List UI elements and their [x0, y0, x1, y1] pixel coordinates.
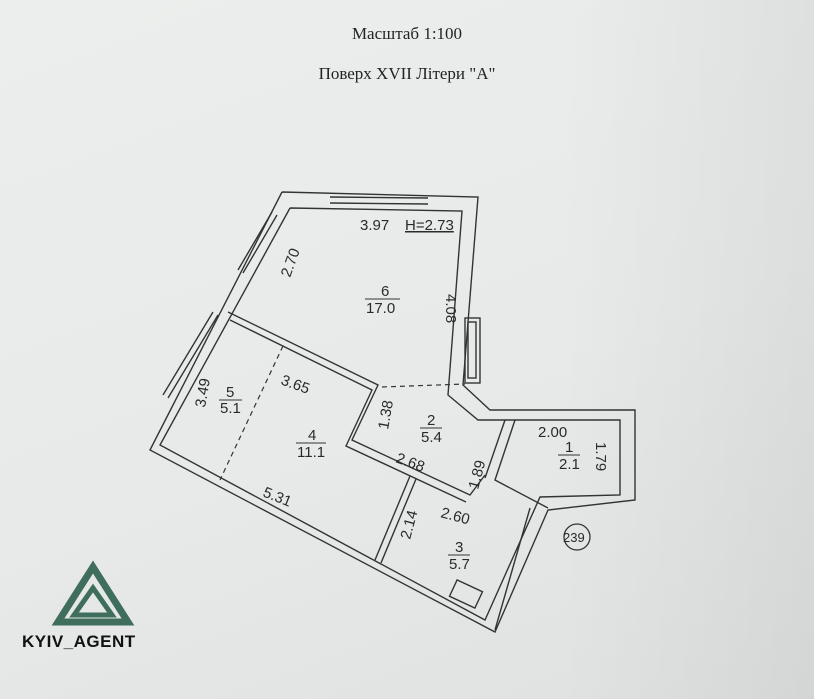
room-6: 617.0 [365, 283, 400, 317]
dim-label: 2.68 [394, 450, 427, 476]
room-1: 12.1 [558, 439, 580, 473]
dim-label: 2.60 [439, 504, 472, 528]
svg-text:3: 3 [455, 539, 463, 556]
dim-label: 4.08 [442, 294, 459, 323]
svg-text:1: 1 [565, 439, 573, 456]
dim-label: 2.00 [538, 424, 567, 441]
outer-wall-inner [159, 207, 621, 621]
zone-divider [381, 383, 466, 388]
interior-wall [380, 478, 417, 564]
svg-text:5.1: 5.1 [220, 400, 241, 417]
svg-text:6: 6 [381, 283, 389, 300]
svg-text:5.7: 5.7 [449, 556, 470, 573]
dim-label: 1.89 [465, 458, 489, 491]
svg-text:11.1: 11.1 [297, 444, 325, 461]
svg-text:4: 4 [308, 427, 316, 444]
paper-shadow [560, 0, 814, 699]
room-5: 55.1 [219, 384, 242, 417]
interior-wall [484, 419, 506, 479]
svg-text:239: 239 [563, 530, 585, 545]
kyiv-agent-logo-icon [51, 560, 135, 626]
room-4: 411.1 [296, 427, 326, 461]
svg-text:17.0: 17.0 [366, 300, 395, 317]
room-3: 35.7 [448, 539, 470, 573]
svg-text:2: 2 [427, 412, 435, 429]
dim-label: 3.65 [279, 372, 312, 398]
dim-label: 1.38 [375, 399, 397, 431]
interior-wall [227, 311, 486, 496]
interior-wall [494, 419, 549, 509]
interior-wall [229, 319, 467, 503]
outer-wall [149, 191, 636, 633]
dim-label: 3.49 [192, 377, 214, 409]
scale-label: Масштаб 1:100 [351, 24, 463, 43]
watermark-text: KYIV_AGENT [22, 632, 136, 651]
dim-label: 2.14 [397, 508, 421, 541]
floor-label: Поверх XVII Літери "А" [318, 64, 496, 83]
interior-wall [494, 507, 531, 631]
ceiling-height: H=2.73 [405, 217, 454, 234]
dim-label: 3.97 [360, 217, 389, 234]
dim-label: 1.79 [592, 442, 609, 471]
svg-text:2.1: 2.1 [559, 456, 580, 473]
walls [149, 191, 636, 633]
interior-wall [374, 475, 411, 561]
svg-text:5.4: 5.4 [421, 429, 442, 446]
svg-text:5: 5 [226, 384, 234, 401]
dim-label: 2.70 [278, 246, 304, 279]
apartment-number-badge: 239 [563, 523, 591, 551]
zone-divider [219, 345, 284, 481]
dim-label: 5.31 [261, 484, 294, 511]
room-2: 25.4 [420, 412, 442, 446]
